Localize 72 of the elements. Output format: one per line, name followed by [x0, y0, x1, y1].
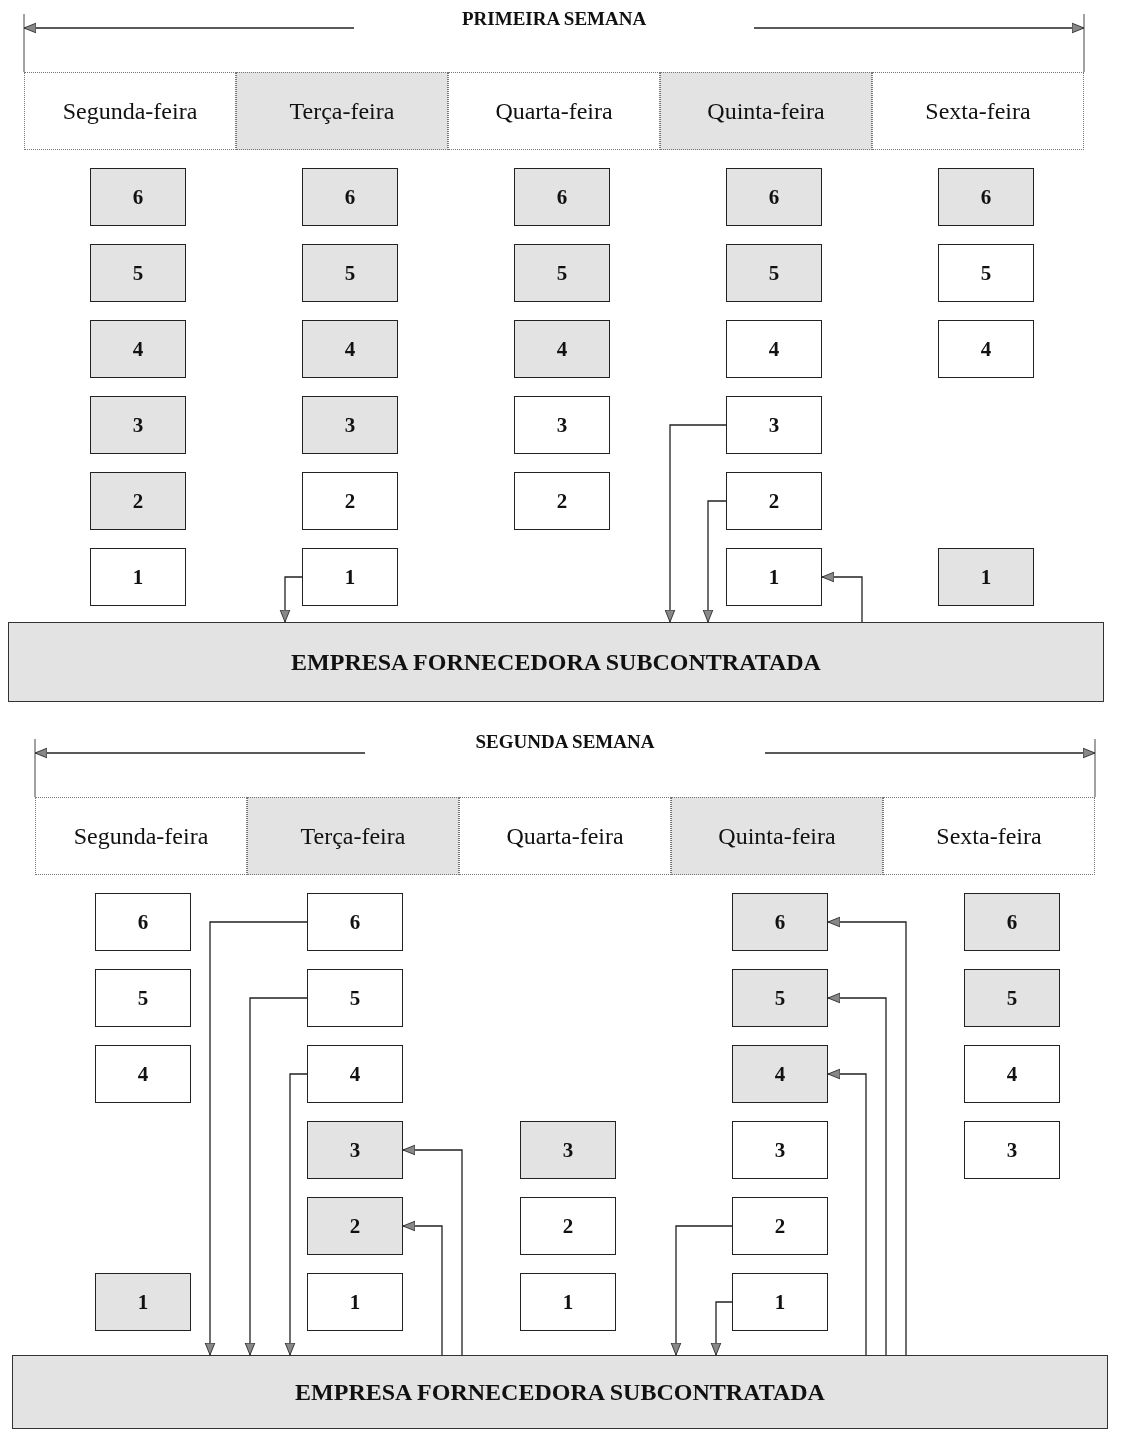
numbered-task-box: 1	[726, 548, 822, 606]
numbered-task-box: 5	[90, 244, 186, 302]
arrow	[284, 1073, 308, 1356]
numbered-task-box: 3	[964, 1121, 1060, 1179]
numbered-task-box: 1	[307, 1273, 403, 1331]
numbered-task-box: 2	[307, 1197, 403, 1255]
arrow	[664, 424, 727, 623]
numbered-task-box: 4	[514, 320, 610, 378]
numbered-task-box: 3	[520, 1121, 616, 1179]
numbered-task-box: 5	[95, 969, 191, 1027]
numbered-task-box: 1	[732, 1273, 828, 1331]
numbered-task-box: 2	[520, 1197, 616, 1255]
numbered-task-box: 6	[302, 168, 398, 226]
arrow	[710, 1301, 733, 1356]
arrow	[702, 500, 727, 623]
numbered-task-box: 6	[307, 893, 403, 951]
numbered-task-box: 4	[307, 1045, 403, 1103]
numbered-task-box: 5	[514, 244, 610, 302]
day-column-header: Terça-feira	[236, 72, 448, 150]
supplier-bar: EMPRESA FORNECEDORA SUBCONTRATADA	[12, 1355, 1108, 1429]
numbered-task-box: 3	[302, 396, 398, 454]
arrow	[244, 997, 308, 1356]
numbered-task-box: 1	[938, 548, 1034, 606]
numbered-task-box: 6	[938, 168, 1034, 226]
arrow	[402, 1144, 463, 1356]
numbered-task-box: 4	[732, 1045, 828, 1103]
numbered-task-box: 2	[90, 472, 186, 530]
numbered-task-box: 6	[726, 168, 822, 226]
day-column-header: Quinta-feira	[660, 72, 872, 150]
day-column-header: Quinta-feira	[671, 797, 883, 875]
numbered-task-box: 6	[964, 893, 1060, 951]
arrow	[827, 916, 907, 1356]
numbered-task-box: 2	[726, 472, 822, 530]
day-column-header: Sexta-feira	[872, 72, 1084, 150]
numbered-task-box: 2	[514, 472, 610, 530]
numbered-task-box: 1	[520, 1273, 616, 1331]
numbered-task-box: 2	[302, 472, 398, 530]
arrow	[827, 1068, 867, 1356]
numbered-task-box: 6	[95, 893, 191, 951]
numbered-task-box: 1	[90, 548, 186, 606]
numbered-task-box: 5	[302, 244, 398, 302]
numbered-task-box: 6	[732, 893, 828, 951]
numbered-task-box: 6	[514, 168, 610, 226]
numbered-task-box: 3	[726, 396, 822, 454]
numbered-task-box: 5	[938, 244, 1034, 302]
arrow	[402, 1220, 443, 1356]
numbered-task-box: 5	[732, 969, 828, 1027]
numbered-task-box: 5	[964, 969, 1060, 1027]
numbered-task-box: 4	[726, 320, 822, 378]
numbered-task-box: 1	[95, 1273, 191, 1331]
day-column-header: Terça-feira	[247, 797, 459, 875]
numbered-task-box: 5	[307, 969, 403, 1027]
numbered-task-box: 4	[938, 320, 1034, 378]
numbered-task-box: 5	[726, 244, 822, 302]
numbered-task-box: 6	[90, 168, 186, 226]
numbered-task-box: 3	[90, 396, 186, 454]
arrow	[279, 576, 303, 623]
numbered-task-box: 4	[90, 320, 186, 378]
arrow	[670, 1225, 733, 1356]
supplier-bar: EMPRESA FORNECEDORA SUBCONTRATADA	[8, 622, 1104, 702]
numbered-task-box: 4	[964, 1045, 1060, 1103]
numbered-task-box: 3	[732, 1121, 828, 1179]
numbered-task-box: 3	[307, 1121, 403, 1179]
day-column-header: Sexta-feira	[883, 797, 1095, 875]
numbered-task-box: 4	[95, 1045, 191, 1103]
numbered-task-box: 3	[514, 396, 610, 454]
numbered-task-box: 4	[302, 320, 398, 378]
numbered-task-box: 2	[732, 1197, 828, 1255]
arrow	[821, 571, 863, 623]
numbered-task-box: 1	[302, 548, 398, 606]
arrow	[827, 992, 887, 1356]
arrow	[204, 921, 308, 1356]
